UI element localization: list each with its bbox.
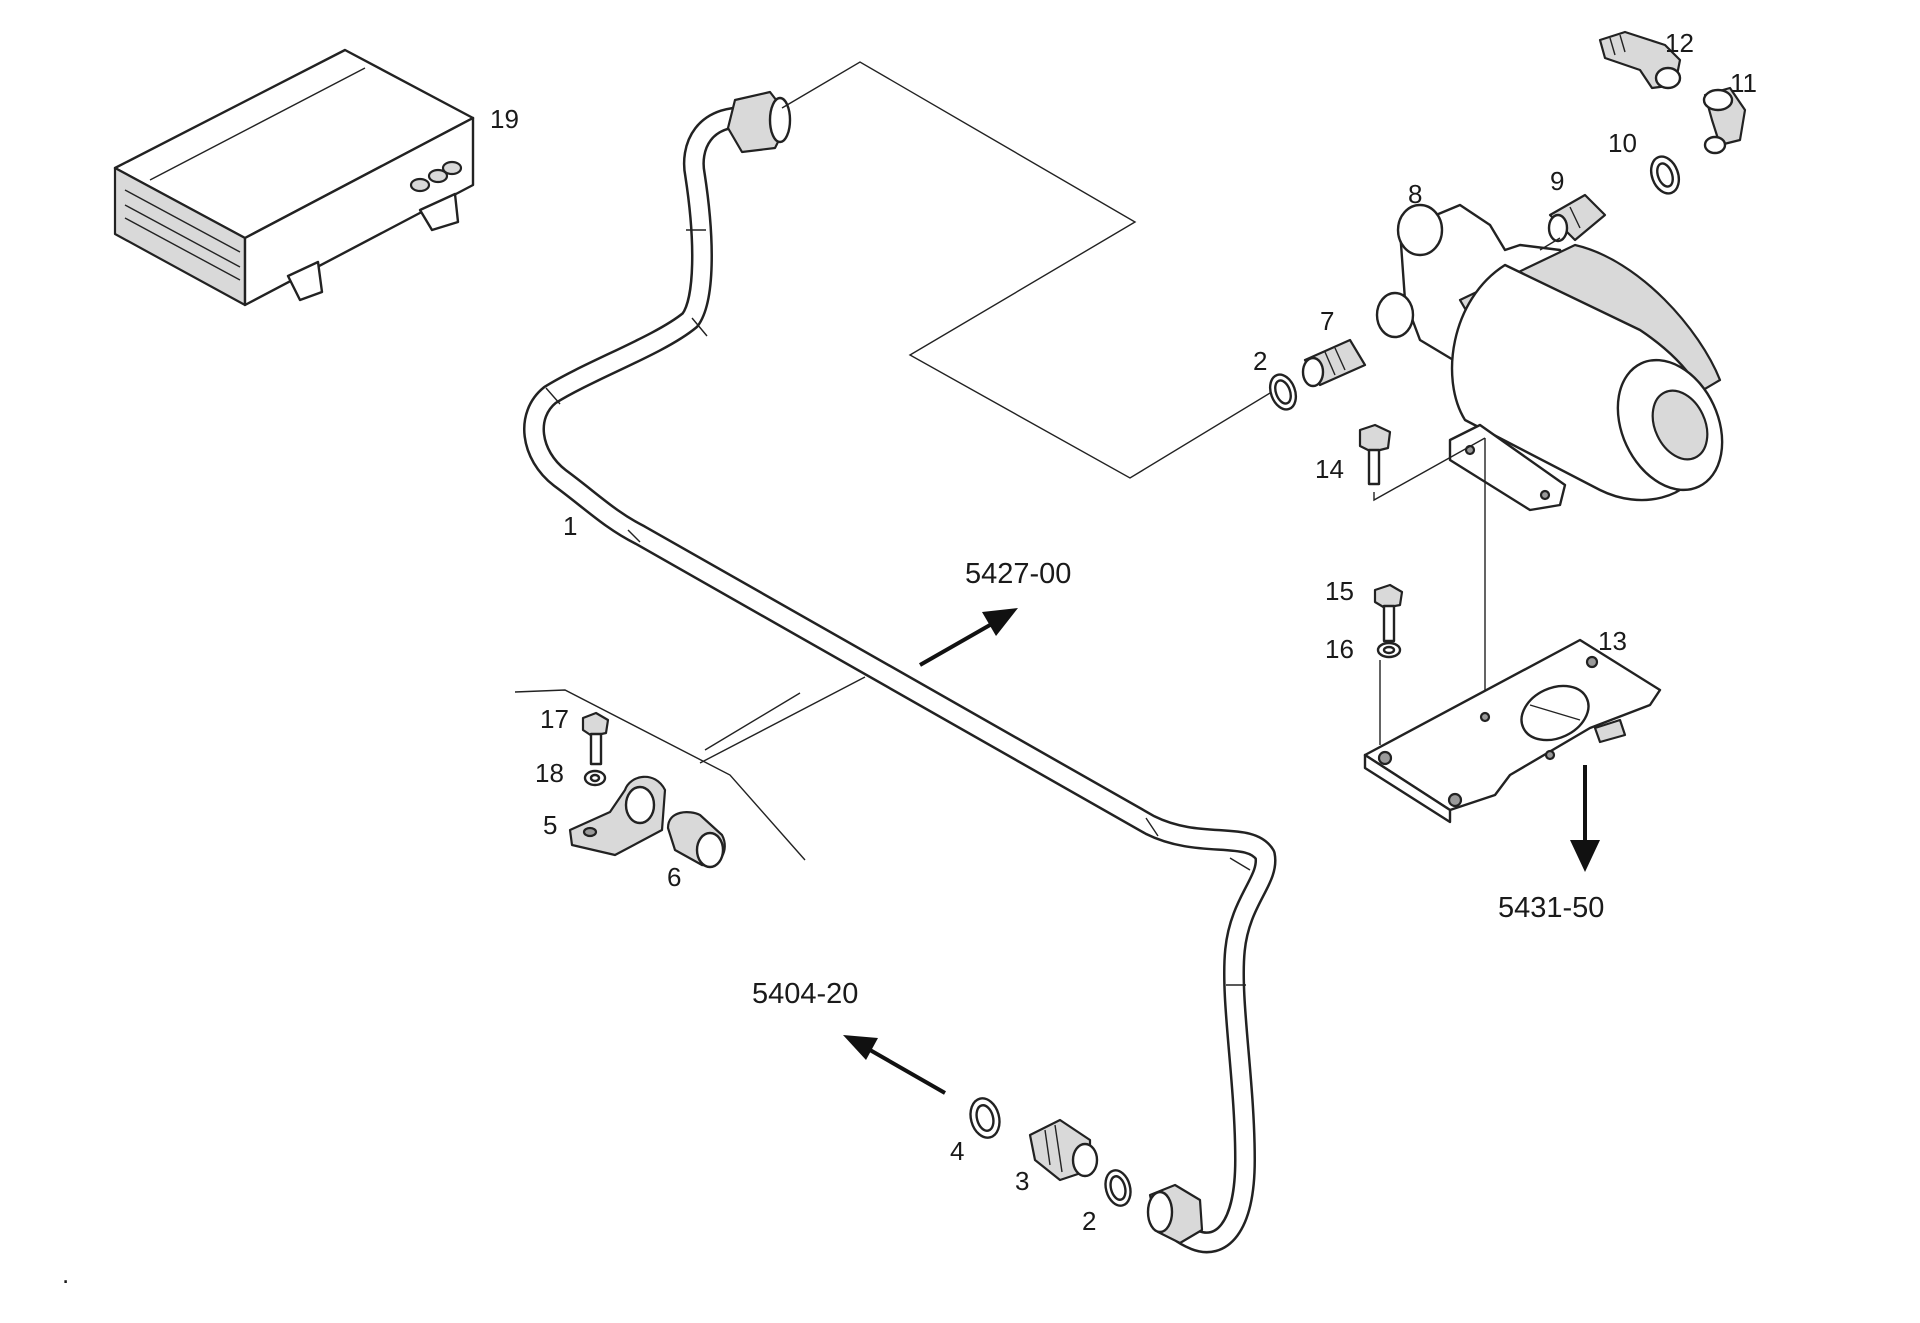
leader-lines-upper (781, 61, 1296, 479)
part-19-control-unit (113, 48, 475, 307)
part-18-washer (583, 769, 607, 787)
callout-13: 13 (1598, 626, 1627, 656)
callout-4: 4 (950, 1136, 964, 1166)
arrow-to-5431 (1570, 765, 1600, 872)
callout-10: 10 (1608, 128, 1637, 158)
arrow-to-5404 (843, 1035, 946, 1095)
leader-lines-lower-left (514, 676, 866, 861)
part-14-bolt (1358, 423, 1486, 715)
part-16-washer (1376, 641, 1402, 745)
callout-15: 15 (1325, 576, 1354, 606)
part-5-clamp (568, 775, 667, 857)
part-10-washer (1649, 155, 1681, 195)
callout-19: 19 (490, 104, 519, 134)
callout-14: 14 (1315, 454, 1344, 484)
callout-18: 18 (535, 758, 564, 788)
footnote-mark: . (62, 1259, 69, 1289)
callout-12: 12 (1665, 28, 1694, 58)
callout-11: 11 (1730, 68, 1757, 98)
part-6-grommet (666, 811, 726, 869)
part-2-lower-washer (1104, 1169, 1132, 1207)
part-15-bolt (1373, 583, 1404, 643)
callout-5: 5 (543, 810, 557, 840)
part-3-union (1028, 1118, 1099, 1182)
part-7-union (1301, 338, 1367, 388)
callout-9: 9 (1550, 166, 1564, 196)
part-13-bracket (1363, 638, 1662, 824)
reference-5427-00: 5427-00 (965, 558, 1071, 590)
callout-1: 1 (563, 511, 577, 541)
callout-2-lower: 2 (1082, 1206, 1096, 1236)
part-11-elbow (1702, 86, 1747, 155)
arrow-to-5427 (919, 608, 1018, 667)
part-12-fitting (1598, 30, 1682, 90)
callout-3: 3 (1015, 1166, 1029, 1196)
part-4-washer (969, 1097, 1001, 1139)
callout-8: 8 (1408, 179, 1422, 209)
callout-7: 7 (1320, 306, 1334, 336)
callout-16: 16 (1325, 634, 1354, 664)
part-17-bolt (581, 711, 610, 766)
part-9-nipple (1539, 193, 1607, 251)
reference-5404-20: 5404-20 (752, 978, 858, 1010)
part-8-pump (1375, 203, 1724, 512)
part-1-tube (523, 90, 1277, 1254)
part-2-upper-washer (1268, 373, 1298, 411)
callout-2-upper: 2 (1253, 346, 1267, 376)
callout-6: 6 (667, 862, 681, 892)
callout-17: 17 (540, 704, 569, 734)
reference-5431-50: 5431-50 (1498, 892, 1604, 924)
